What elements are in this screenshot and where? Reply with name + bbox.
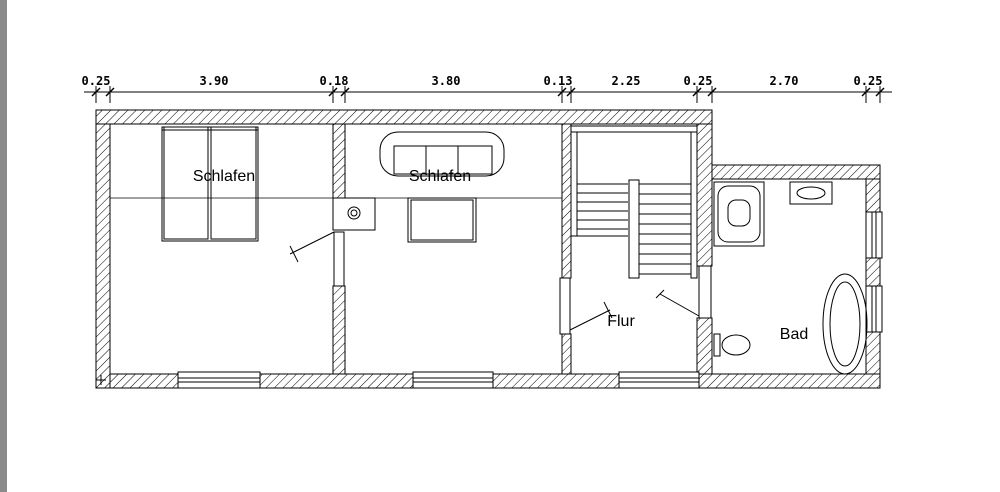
dim-label-5: 0.13	[544, 74, 573, 88]
room-label-schlafen-2: Schlafen	[409, 168, 471, 185]
origin-marker	[96, 375, 106, 385]
bathtub	[822, 273, 868, 375]
dim-label-2: 3.90	[200, 74, 229, 88]
window-edge	[0, 0, 7, 492]
dim-label-1: 0.25	[82, 74, 111, 88]
room-label-flur: Flur	[607, 313, 635, 330]
shower-tray	[713, 181, 765, 247]
dim-label-4: 3.80	[432, 74, 461, 88]
dim-label-7: 0.25	[684, 74, 713, 88]
door-flur-left	[559, 277, 613, 335]
walls	[95, 109, 881, 389]
washbasin	[789, 181, 833, 205]
sofa	[379, 131, 505, 177]
room-label-schlafen-1: Schlafen	[193, 168, 255, 185]
dim-label-8: 2.70	[770, 74, 799, 88]
dimension-chain: 0.25 3.90 0.18 3.80 0.13 2.25 0.25 2.70 …	[82, 74, 892, 103]
door-flur-right	[655, 265, 712, 319]
staircase	[570, 125, 698, 279]
windows	[177, 211, 883, 389]
table	[407, 197, 477, 243]
dim-label-9: 0.25	[854, 74, 883, 88]
door-room1	[289, 231, 345, 287]
toilet	[713, 333, 751, 357]
room-label-bad: Bad	[780, 326, 808, 343]
dim-label-3: 0.18	[320, 74, 349, 88]
chimney	[332, 197, 376, 231]
double-bed	[161, 126, 259, 242]
dim-label-6: 2.25	[612, 74, 641, 88]
